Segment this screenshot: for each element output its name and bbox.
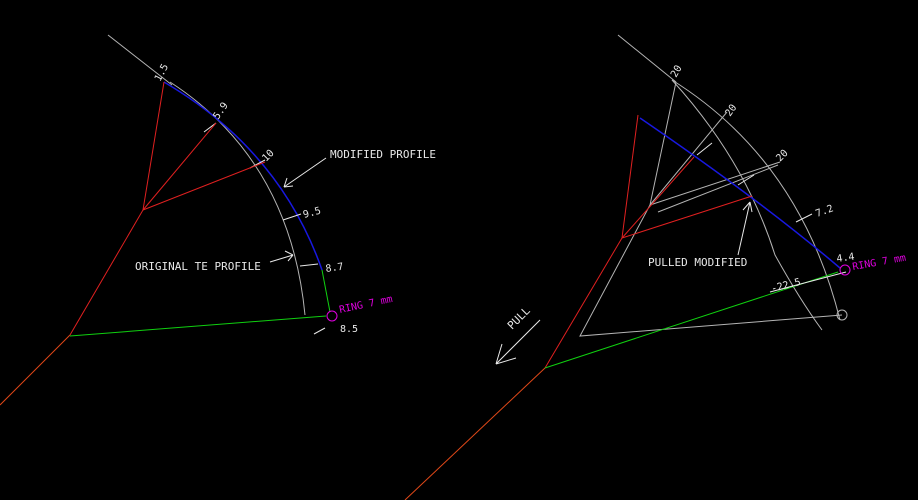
left-red-structure: [69, 81, 165, 336]
right-dim-line: [769, 271, 847, 293]
left-modified-label: MODIFIED PROFILE: [330, 148, 436, 161]
right-green-line: [544, 271, 839, 369]
left-modified-profile: [163, 81, 323, 271]
right-gray-arm-3: [657, 164, 779, 213]
left-dim-tick: [203, 122, 217, 133]
left-red-arm-1: [142, 122, 217, 211]
right-gray-arc-outer: [671, 79, 841, 321]
right-ring-icon: [839, 264, 851, 276]
left-construction-line: [107, 34, 173, 86]
left-ring-label: RING 7 mm: [338, 294, 393, 316]
left-dim-4: 9.5: [302, 206, 322, 221]
right-gray-arc-inner: [671, 79, 823, 331]
right-red-structure: [544, 114, 639, 369]
right-diagram: 20 20 20 7.2 4.4 -22.5 PULLED MODIFIED R…: [404, 34, 907, 500]
right-ring-label: RING 7 mm: [852, 253, 907, 273]
right-dim-4: 7.2: [814, 203, 835, 220]
left-dim-1: 1.5: [153, 62, 171, 83]
right-gray-frame: [579, 81, 843, 337]
right-dim-5: 4.4: [836, 252, 855, 265]
left-modified-arrow: [283, 157, 327, 188]
left-dim-5: 8.7: [325, 262, 344, 275]
left-dim-6: 8.5: [340, 324, 358, 335]
right-dim-1: 20: [669, 64, 685, 80]
right-red-arm-2: [621, 195, 753, 239]
left-red-arm-2: [142, 161, 266, 211]
right-dim-tick: [795, 213, 813, 223]
right-pulled-arrow: [737, 201, 753, 256]
right-dim-2: 20: [723, 103, 739, 119]
pull-arrow-icon: [495, 319, 541, 365]
left-dim-tick: [299, 263, 319, 267]
left-original-profile: [169, 81, 306, 316]
left-green-segment: [321, 269, 331, 313]
right-ring-original-icon: [836, 309, 848, 321]
left-original-arrow: [269, 250, 294, 263]
right-construction-line: [617, 34, 677, 83]
left-ring-icon: [326, 310, 338, 322]
right-gray-arm-2: [649, 161, 781, 206]
right-dim-tick: [696, 142, 713, 156]
left-dim-tick: [313, 327, 326, 335]
left-green-line: [69, 315, 327, 337]
right-orange-line: [404, 367, 546, 500]
right-gray-arm-1: [649, 111, 728, 206]
right-red-arm-1: [621, 156, 695, 239]
left-dim-tick: [282, 213, 302, 221]
right-pulled-label: PULLED MODIFIED: [648, 256, 747, 269]
pull-label: PULL: [505, 304, 533, 332]
right-dim-tick: [737, 174, 755, 186]
left-diagram: 1.5 5.9 10 9.5 8.7 8.5 MODIFIED PROFILE …: [0, 34, 436, 406]
left-dim-2: 5.9: [211, 101, 230, 122]
left-orange-line: [0, 334, 71, 406]
right-dim-3: 20: [774, 148, 790, 164]
left-original-label: ORIGINAL TE PROFILE: [135, 260, 261, 273]
